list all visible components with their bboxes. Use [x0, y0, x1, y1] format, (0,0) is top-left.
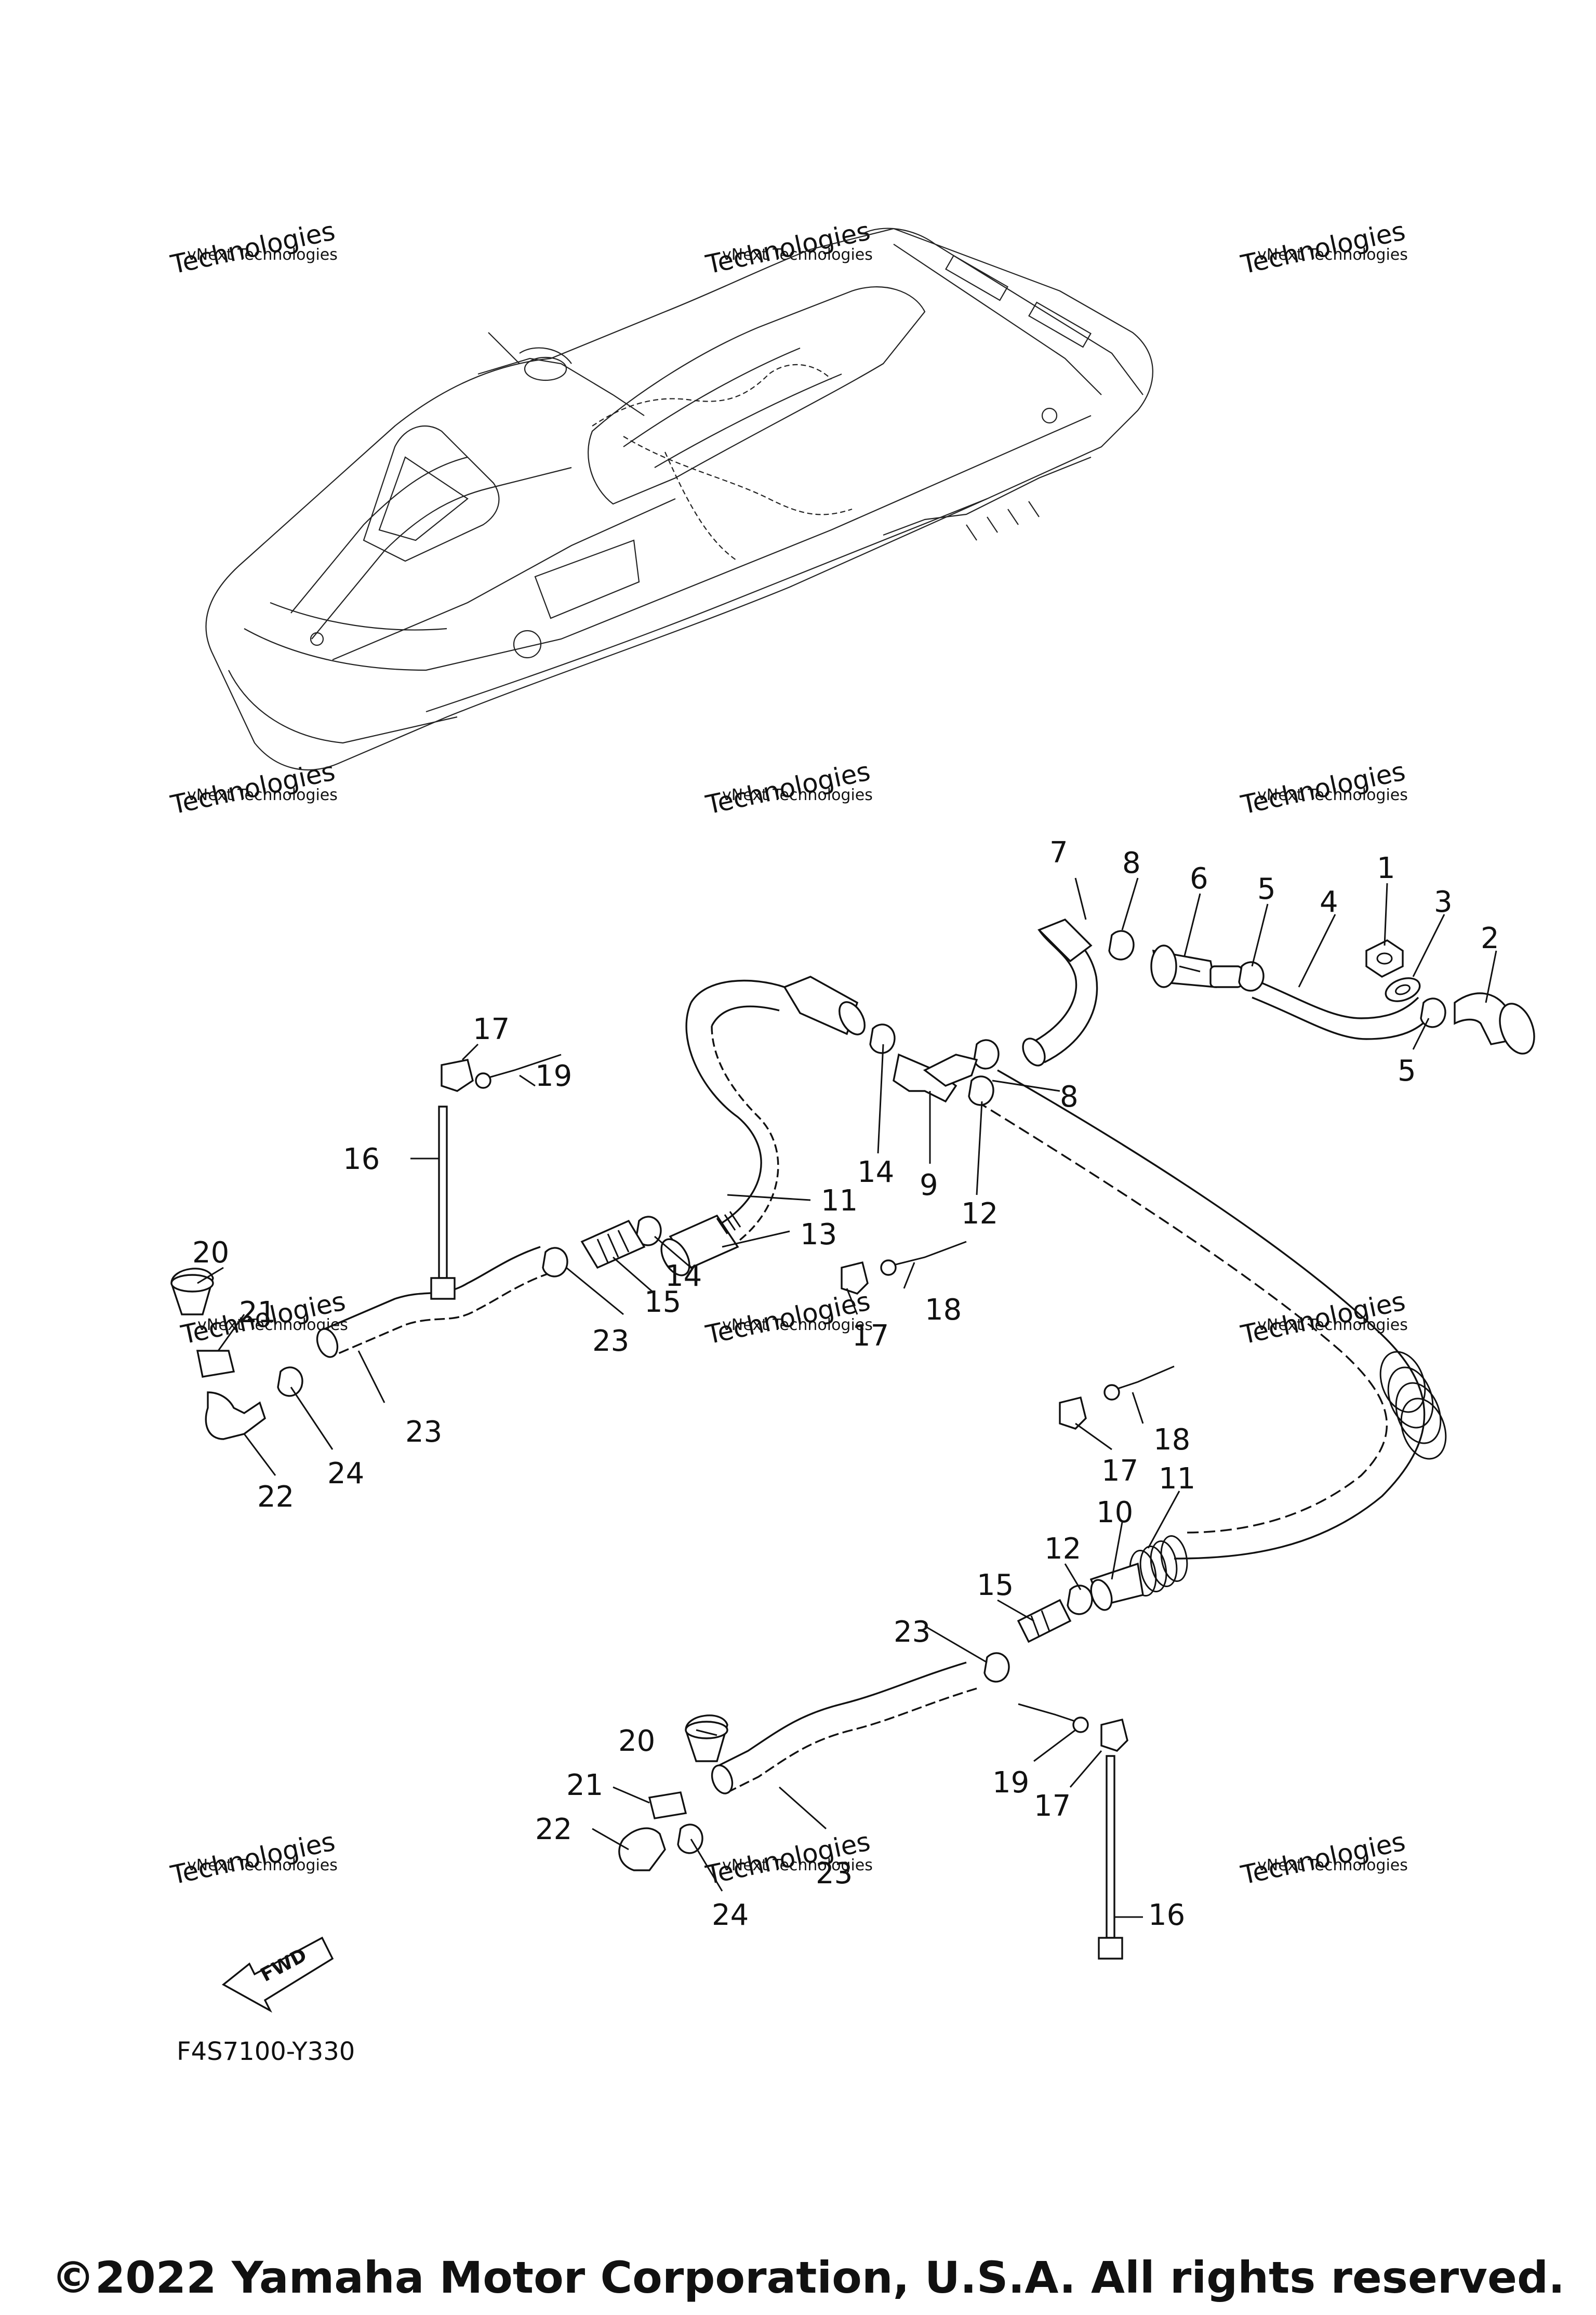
callout-17b: 17 [852, 1319, 889, 1353]
callout-2: 2 [1481, 922, 1499, 955]
callout-19b: 19 [992, 1766, 1029, 1800]
callout-20b: 20 [618, 1724, 655, 1758]
callout-24b: 24 [712, 1898, 749, 1932]
svg-text:vNext Technologies: vNext Technologies [722, 786, 873, 804]
svg-text:vNext Technologies: vNext Technologies [722, 1856, 873, 1874]
watermark: Technologies vNext Technologies [703, 756, 873, 820]
callout-17: 17 [473, 1013, 510, 1046]
copyright-notice: ©2022 Yamaha Motor Corporation, U.S.A. A… [51, 2252, 1565, 2303]
watermark: Technologies vNext Technologies [1238, 756, 1408, 820]
watermark: Technologies vNext Technologies [168, 756, 338, 820]
callout-8: 8 [1122, 846, 1141, 880]
svg-text:vNext Technologies: vNext Technologies [187, 1856, 338, 1874]
callout-17d: 17 [1034, 1789, 1071, 1823]
callout-5: 5 [1257, 872, 1276, 906]
callout-15b: 15 [977, 1568, 1014, 1602]
watermark: Technologies vNext Technologies [703, 216, 873, 280]
callout-24: 24 [327, 1457, 364, 1491]
callout-21: 21 [239, 1296, 276, 1329]
callout-16b: 16 [1148, 1898, 1185, 1932]
callout-11: 11 [821, 1184, 858, 1218]
callout-12: 12 [961, 1197, 998, 1231]
watermark: Technologies vNext Technologies [1238, 216, 1408, 280]
watermark: Technologies vNext Technologies [1238, 1826, 1408, 1891]
callout-23c: 23 [894, 1615, 930, 1649]
callout-18b: 18 [1153, 1423, 1190, 1457]
callout-6: 6 [1190, 862, 1208, 896]
watermarks: Technologies vNext Technologies Technolo… [168, 216, 1408, 1891]
callout-8b: 8 [1060, 1080, 1079, 1114]
callout-21b: 21 [566, 1768, 603, 1802]
leader-lines [197, 877, 1497, 1918]
watermark: Technologies vNext Technologies [168, 216, 338, 280]
svg-text:vNext Technologies: vNext Technologies [187, 246, 338, 264]
fwd-arrow-icon: FWD [221, 1936, 334, 2013]
callout-3: 3 [1434, 885, 1453, 919]
svg-text:vNext Technologies: vNext Technologies [722, 1316, 873, 1334]
callout-13: 13 [800, 1218, 837, 1252]
callout-5b: 5 [1398, 1054, 1416, 1088]
diagram-code: F4S7100-Y330 [177, 2037, 355, 2066]
callout-14b: 14 [665, 1259, 702, 1293]
hose-assembly: FWD [170, 919, 1535, 2013]
callout-9: 9 [920, 1168, 938, 1202]
callout-22b: 22 [535, 1813, 572, 1846]
callout-23b: 23 [592, 1324, 629, 1358]
callout-7: 7 [1049, 836, 1068, 870]
callout-23d: 23 [816, 1857, 853, 1891]
svg-text:vNext Technologies: vNext Technologies [1257, 786, 1408, 804]
watermark: Technologies vNext Technologies [703, 1286, 873, 1350]
svg-text:vNext Technologies: vNext Technologies [1257, 1856, 1408, 1874]
callout-1: 1 [1377, 852, 1395, 885]
callout-12b: 12 [1044, 1532, 1081, 1566]
callout-17c: 17 [1101, 1454, 1138, 1488]
callout-19: 19 [535, 1059, 572, 1093]
callout-14: 14 [857, 1155, 894, 1189]
callout-18: 18 [925, 1293, 962, 1327]
svg-text:vNext Technologies: vNext Technologies [187, 786, 338, 804]
callout-4: 4 [1320, 885, 1338, 919]
svg-text:vNext Technologies: vNext Technologies [1257, 1316, 1408, 1334]
callout-15: 15 [644, 1285, 681, 1319]
watercraft-illustration [205, 228, 1153, 770]
callout-23: 23 [405, 1415, 442, 1449]
svg-text:vNext Technologies: vNext Technologies [1257, 246, 1408, 264]
callout-16: 16 [343, 1142, 380, 1176]
watermark: Technologies vNext Technologies [1238, 1286, 1408, 1350]
watermark: Technologies vNext Technologies [168, 1826, 338, 1891]
callout-11b: 11 [1159, 1462, 1195, 1496]
callouts: 1 2 3 4 5 5 6 7 8 8 9 10 11 11 12 12 13 … [192, 836, 1499, 1932]
callout-20: 20 [192, 1236, 229, 1270]
callout-10: 10 [1096, 1496, 1133, 1529]
callout-22: 22 [257, 1480, 294, 1514]
